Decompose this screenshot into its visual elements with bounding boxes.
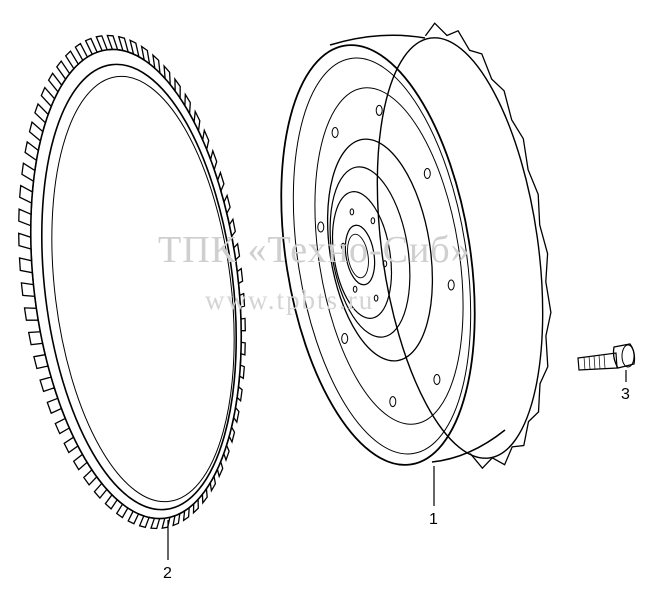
flywheel-hub-step	[329, 166, 411, 338]
flywheel-rim-bottom	[431, 429, 506, 463]
flywheel-back-edge	[376, 37, 544, 459]
bolt-thread	[583, 354, 606, 371]
flywheel-hub-outer	[326, 138, 434, 362]
ring-gear-outer-edge	[29, 48, 243, 520]
flywheel-rim-top	[329, 34, 426, 46]
flywheel-crank-bolt-hole	[349, 208, 355, 216]
flywheel-outer-bolt-hole	[447, 279, 455, 291]
bolt-head-face	[621, 344, 635, 368]
flywheel-outer-bolt-hole	[423, 168, 431, 179]
flywheel-hub-inner	[331, 191, 393, 319]
flywheel-center-bore	[344, 224, 376, 286]
flywheel-crank-bolt-hole	[382, 260, 388, 268]
flywheel-crank-bolt-hole	[352, 285, 358, 293]
flywheel-front-chamfer	[292, 57, 472, 455]
callout-3-label: 3	[621, 386, 630, 403]
flywheel-outer-bolt-hole	[341, 333, 349, 344]
flywheel-center-bore-inner	[347, 233, 369, 279]
flywheel-outer-bolt-hole	[331, 127, 339, 138]
flywheel-rear-scallops	[424, 22, 552, 470]
ring-gear-inner-face	[51, 75, 235, 503]
flywheel-bolt-holes	[317, 104, 455, 408]
ring-gear-teeth-outline	[18, 34, 246, 530]
ring-gear-inner-edge	[40, 63, 238, 511]
flywheel-crank-bolt-hole	[373, 294, 379, 302]
flywheel	[280, 22, 552, 470]
flywheel-outer-bolt-hole	[375, 104, 383, 116]
flywheel-outer-bolt-hole	[389, 396, 397, 408]
flywheel-front-face	[280, 44, 476, 466]
flywheel-crank-bolt-hole	[370, 217, 376, 225]
callout-1: 1	[429, 466, 438, 528]
ring-gear	[18, 34, 246, 530]
flywheel-crank-bolt-hole	[340, 242, 346, 250]
flywheel-face-ring	[314, 87, 464, 425]
watermark-title: ТПК «Техно-Сиб»	[158, 229, 471, 271]
callout-2-label: 2	[163, 565, 172, 582]
flywheel-outer-bolt-hole	[317, 221, 325, 233]
callout-2: 2	[163, 520, 172, 582]
ring-gear-teeth	[18, 34, 246, 530]
bolt	[577, 343, 636, 371]
callout-1-label: 1	[429, 511, 438, 528]
watermark-url: www.tpbts.ru	[205, 285, 374, 315]
bolt-shank	[577, 352, 618, 371]
callout-3: 3	[621, 370, 630, 403]
flywheel-outer-bolt-hole	[433, 374, 441, 385]
flywheel-rear-rim	[424, 22, 552, 470]
